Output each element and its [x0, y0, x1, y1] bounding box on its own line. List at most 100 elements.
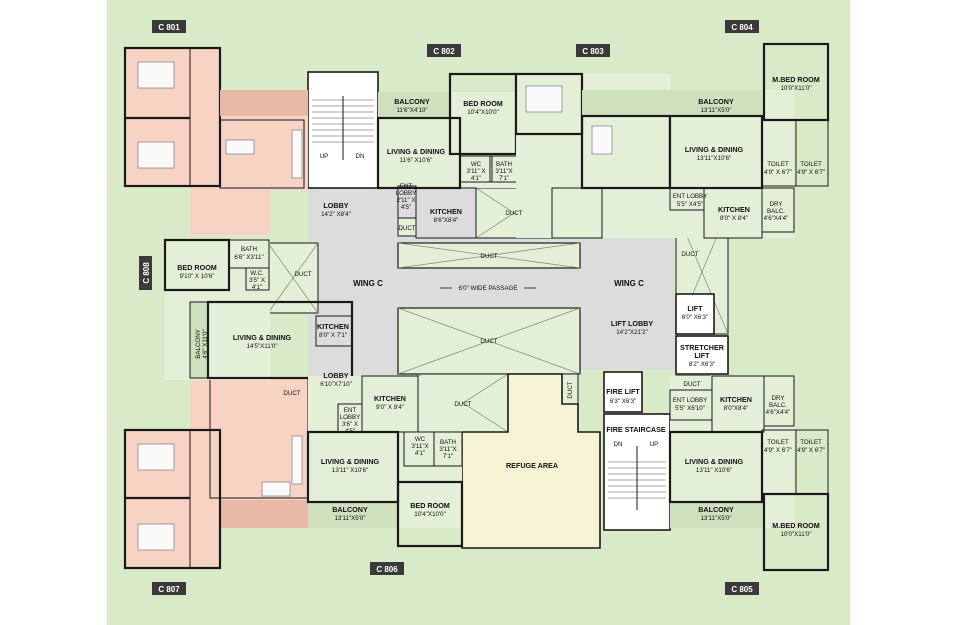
- living-805-label: LIVING & DINING: [685, 457, 744, 466]
- lobby-mid-label: LOBBY: [323, 371, 348, 380]
- wing-label-left: WING C: [353, 279, 383, 288]
- entlobby-802-label-2: LOBBY: [396, 190, 417, 197]
- svg-text:C 805: C 805: [731, 585, 753, 594]
- bed-806-label: BED ROOM: [410, 501, 450, 510]
- kitchen-802-label: KITCHEN: [430, 207, 462, 216]
- fire-stair-dn: DN: [614, 441, 623, 448]
- toilet-804b-label: TOILET: [800, 161, 822, 168]
- flat-tag-c804: C 804: [725, 20, 759, 33]
- entlobby-806-label-2: LOBBY: [340, 414, 361, 421]
- kitchen-808-label: KITCHEN: [317, 322, 349, 331]
- entlobby-805-dim: 5'5" X6'10": [675, 405, 705, 412]
- duct-label-center: DUCT: [480, 338, 497, 345]
- duct-label-lower: DUCT: [454, 401, 471, 408]
- bath-806-dim-2: 7'1": [443, 453, 453, 460]
- mbed-805-dim: 10'0"X11'0": [780, 531, 811, 538]
- kitchen-805-dim: 8'0"X8'4": [724, 405, 749, 412]
- living-805-dim: 13'11" X10'6": [696, 467, 732, 474]
- bath-806-dim: 3'11"X: [439, 446, 456, 453]
- flat-tag-c803: C 803: [576, 44, 610, 57]
- lift-lobby-dim: 14'2"X21'2": [616, 329, 648, 336]
- svg-text:C 801: C 801: [158, 23, 180, 32]
- mbed-804-dim: 10'0"X11'0": [780, 85, 811, 92]
- duct-label-upper: DUCT: [505, 210, 522, 217]
- flat-c801: [123, 46, 308, 235]
- duct-label-right: DUCT: [681, 251, 698, 258]
- flat-c808: [163, 238, 354, 380]
- flat-tag-c802: C 802: [427, 44, 461, 57]
- refuge-area-label: REFUGE AREA: [506, 461, 558, 470]
- balcony-806-label: BALCONY: [332, 505, 368, 514]
- balcony-805-dim: 13'11"X5'0": [700, 515, 731, 522]
- balcony-802-label: BALCONY: [394, 97, 430, 106]
- flat-tag-c801: C 801: [152, 20, 186, 33]
- entlobby-804-label: ENT LOBBY: [673, 193, 708, 200]
- entlobby-806-dim-2: 4'5": [345, 428, 355, 435]
- stair-up: UP: [320, 153, 329, 160]
- flat-tag-c807: C 807: [152, 582, 186, 595]
- fire-stair-up: UP: [650, 441, 659, 448]
- stretcher-lift-dim: 8'2" X6'3": [689, 361, 715, 368]
- balcony-808-label: BALCONY: [195, 329, 202, 359]
- stretcher-lift-label-2: LIFT: [694, 351, 710, 360]
- duct-label-small-left: DUCT: [283, 390, 300, 397]
- drybalc-805-label-2: BALC.: [769, 402, 787, 409]
- toilet-805a-dim: 4'9" X 6'7": [764, 447, 792, 454]
- entlobby-805-label: ENT LOBBY: [673, 397, 708, 404]
- balcony-806-dim: 13'11"X5'0": [334, 515, 365, 522]
- kitchen-804-label: KITCHEN: [718, 205, 750, 214]
- svg-text:C 807: C 807: [158, 585, 180, 594]
- lobby-top-label: LOBBY: [323, 201, 348, 210]
- toilet-805b-label: TOILET: [800, 439, 822, 446]
- kitchen-805-label: KITCHEN: [720, 395, 752, 404]
- lift-lobby-label: LIFT LOBBY: [611, 319, 654, 328]
- bed-808-dim: 9'10" X 10'6": [180, 273, 215, 280]
- svg-text:C 802: C 802: [433, 47, 455, 56]
- flat-tag-c806: C 806: [370, 562, 404, 575]
- duct-label-802: DUCT: [398, 225, 415, 232]
- bed-806-dim: 10'4"X10'0": [414, 511, 446, 518]
- flat-tag-c805: C 805: [725, 582, 759, 595]
- living-806-label: LIVING & DINING: [321, 457, 380, 466]
- flat-c805: [668, 375, 830, 572]
- living-806-dim: 13'11" X10'6": [332, 467, 368, 474]
- flat-c807: [123, 377, 309, 570]
- stair-dn: DN: [356, 153, 365, 160]
- wc-806-dim-2: 4'1": [415, 450, 425, 457]
- entlobby-802-dim-2: 4'5": [401, 204, 411, 211]
- lift-dim: 6'0" X6'3": [682, 314, 708, 321]
- wc-806-dim: 3'11"X: [411, 443, 428, 450]
- toilet-804a-dim: 4'9" X 6'7": [764, 169, 792, 176]
- entlobby-802-dim: 2'11" X: [396, 197, 415, 204]
- drybalc-804-dim: 4'6"X4'4": [764, 215, 789, 222]
- living-808-label: LIVING & DINING: [233, 333, 292, 342]
- mbed-805-label: M.BED ROOM: [772, 521, 820, 530]
- wc-808-dim-2: 4'1": [252, 284, 262, 291]
- entlobby-806-label: ENT: [344, 407, 357, 414]
- flat-c804: [668, 42, 830, 239]
- kitchen-806-label: KITCHEN: [374, 394, 406, 403]
- living-802-label: LIVING & DINING: [387, 147, 446, 156]
- svg-text:C 804: C 804: [731, 23, 753, 32]
- wc-802-label: WC: [471, 161, 482, 168]
- duct-label-left: DUCT: [294, 271, 311, 278]
- wc-806-label: WC: [415, 436, 426, 443]
- flat-tag-c808: C 808: [139, 256, 152, 290]
- wc-808-label: W.C.: [250, 270, 264, 277]
- flat-c803: [514, 72, 672, 239]
- duct-label-top: DUCT: [480, 253, 497, 260]
- toilet-805b-dim: 4'9" X 6'7": [797, 447, 825, 454]
- balcony-808-dim: 4'6" X11'0": [202, 329, 209, 358]
- flat-c802: [376, 72, 520, 239]
- wing-label-right: WING C: [614, 279, 644, 288]
- balcony-802-dim: 11'6"X4'10": [396, 107, 427, 114]
- wc-802-dim-2: 4'1": [471, 175, 481, 182]
- toilet-804b-dim: 4'9" X 6'7": [797, 169, 825, 176]
- bed-802-label: BED ROOM: [463, 99, 503, 108]
- bed-802-dim: 10'4"X10'0": [467, 109, 499, 116]
- bath-808-label: BATH: [241, 246, 257, 253]
- kitchen-808-dim: 8'0" X 7'1": [319, 332, 347, 339]
- entlobby-804-dim: 5'5" X4'5": [677, 201, 703, 208]
- drybalc-805-dim: 4'6"X4'4": [766, 409, 791, 416]
